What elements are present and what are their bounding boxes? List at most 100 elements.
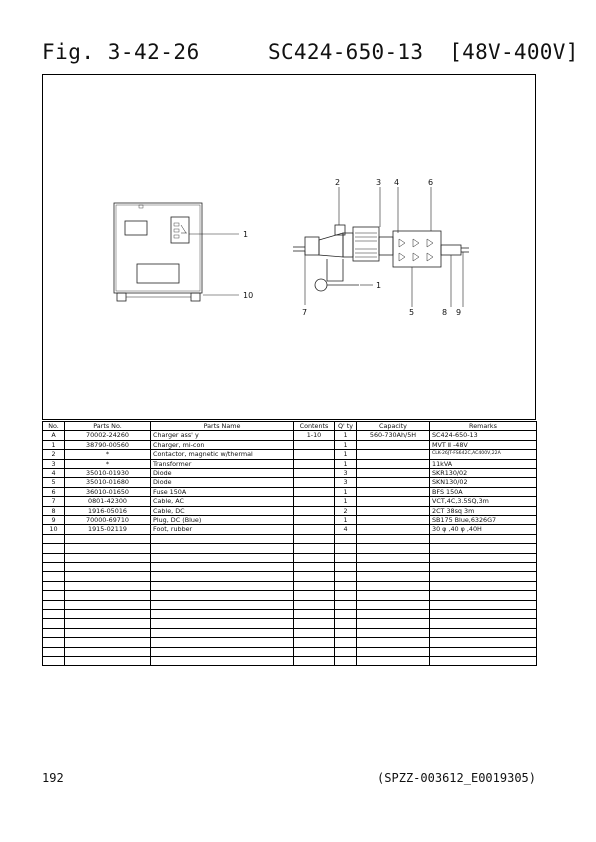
- diagram-drawing: 1 10 2 3 4 6 1 7 5 8 9: [113, 178, 469, 317]
- table-row-empty: [42, 599, 537, 611]
- table-cell: 1: [334, 430, 357, 441]
- table-cell: 4: [334, 524, 357, 535]
- col-header-remarks: Remarks: [429, 420, 537, 432]
- table-cell: [64, 655, 151, 667]
- table-cell: 30 φ ,40 φ ,40H: [429, 524, 537, 535]
- table-row-empty: [42, 627, 537, 639]
- document-reference: (SPZZ-003612_E0019305): [377, 771, 536, 785]
- table-cell: 38790-00560: [64, 439, 151, 451]
- table-cell: BFS 150A: [429, 486, 537, 498]
- table-cell: [64, 571, 151, 582]
- table-cell: 70000-69710: [64, 515, 151, 526]
- table-row-empty: [42, 562, 537, 573]
- table-cell: [293, 618, 335, 629]
- table-cell: 35010-01680: [64, 477, 151, 488]
- table-cell: [150, 655, 294, 667]
- table-row-empty: [42, 618, 537, 629]
- table-cell: Charger ass' y: [150, 430, 294, 441]
- table-cell: [334, 627, 357, 639]
- table-cell: MVT Ⅱ -48V: [429, 439, 537, 451]
- table-cell: VCT,4C,3.5SQ,3m: [429, 496, 537, 507]
- table-cell: [64, 618, 151, 629]
- callout-9: 9: [456, 308, 461, 317]
- table-cell: 70002-24260: [64, 430, 151, 441]
- table-cell: [356, 533, 430, 545]
- table-cell: [42, 552, 65, 564]
- table-cell: [64, 608, 151, 620]
- table-cell: [293, 496, 335, 507]
- table-cell: [356, 637, 430, 648]
- table-cell: SB175 Blue,6326G7: [429, 515, 537, 526]
- table-cell: [293, 439, 335, 451]
- table-row-empty: [42, 580, 537, 592]
- table-cell: [356, 580, 430, 592]
- table-cell: [429, 580, 537, 592]
- table-cell: 7: [42, 496, 65, 507]
- table-row-empty: [42, 590, 537, 601]
- table-cell: [356, 552, 430, 564]
- table-cell: 4: [42, 468, 65, 479]
- table-header-row: No. Parts No. Parts Name Contents Q' ty …: [42, 420, 537, 432]
- table-cell: [356, 505, 430, 517]
- table-cell: 10: [42, 524, 65, 535]
- table-cell: SKN130/02: [429, 477, 537, 488]
- table-cell: [356, 439, 430, 451]
- table-cell: [293, 637, 335, 648]
- table-cell: [356, 627, 430, 639]
- table-cell: 1: [334, 449, 357, 460]
- contactor-body: [318, 232, 344, 258]
- table-cell: [356, 608, 430, 620]
- table-cell: [334, 618, 357, 629]
- callout-6: 6: [428, 178, 433, 187]
- table-cell: [356, 590, 430, 601]
- table-cell: [42, 618, 65, 629]
- table-cell: [356, 618, 430, 629]
- table-cell: [429, 571, 537, 582]
- col-header-qty: Q' ty: [334, 420, 357, 432]
- table-cell: 5: [42, 477, 65, 488]
- table-cell: [64, 543, 151, 554]
- table-cell: [429, 599, 537, 611]
- table-cell: [293, 571, 335, 582]
- table-cell: [150, 562, 294, 573]
- table-cell: [42, 646, 65, 657]
- table-cell: [42, 562, 65, 573]
- table-cell: [334, 533, 357, 545]
- table-row-empty: [42, 552, 537, 564]
- table-cell: [356, 458, 430, 470]
- table-cell: 0801-42300: [64, 496, 151, 507]
- callout-2: 2: [335, 178, 340, 187]
- diode-stack: [392, 230, 442, 268]
- table-cell: [150, 608, 294, 620]
- table-cell: [334, 552, 357, 564]
- cabinet-window: [124, 220, 148, 236]
- table-cell: [42, 590, 65, 601]
- table-cell: [429, 627, 537, 639]
- table-cell: [293, 590, 335, 601]
- table-cell: [150, 618, 294, 629]
- table-cell: [429, 533, 537, 545]
- table-cell: [42, 533, 65, 545]
- callout-10: 10: [243, 291, 253, 300]
- table-cell: [356, 496, 430, 507]
- table-cell: [42, 627, 65, 639]
- table-cell: 1: [334, 496, 357, 507]
- table-cell: [356, 486, 430, 498]
- col-header-no: No.: [42, 420, 65, 432]
- table-cell: 11kVA: [429, 458, 537, 470]
- table-cell: 1-10: [293, 430, 335, 441]
- table-cell: [356, 543, 430, 554]
- table-cell: Diode: [150, 468, 294, 479]
- table-row-empty: [42, 646, 537, 657]
- table-cell: 3: [334, 468, 357, 479]
- table-cell: [293, 515, 335, 526]
- table-cell: [293, 608, 335, 620]
- table-cell: [429, 590, 537, 601]
